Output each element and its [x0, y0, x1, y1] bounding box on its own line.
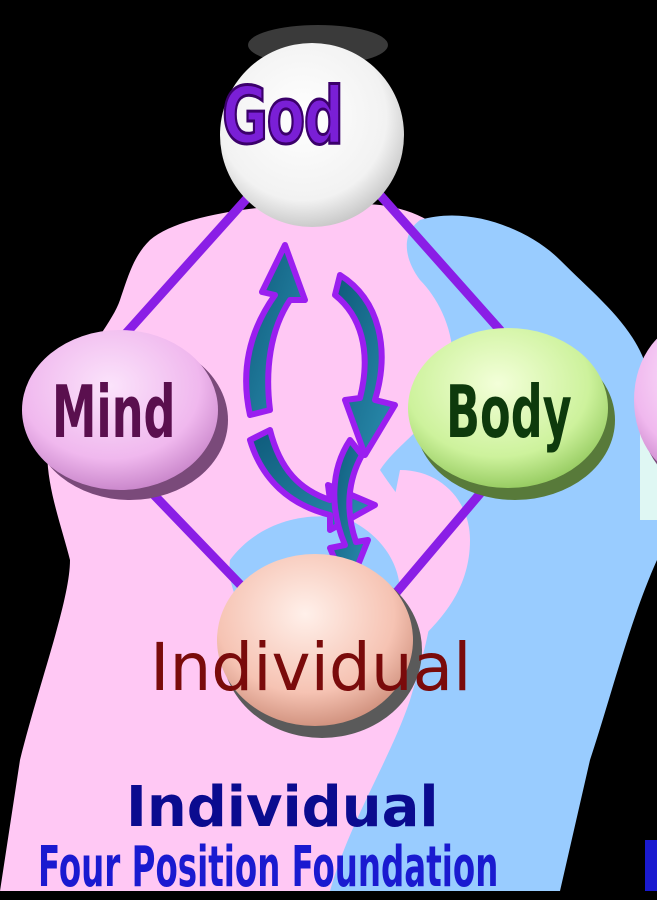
individual-node-label: Individual — [150, 635, 471, 701]
diagram-subtitle: Four Position Foundation — [38, 840, 498, 896]
mind-label: Mind — [52, 376, 175, 448]
diagram-title: Individual — [126, 780, 439, 836]
partial-right-text-fragment — [645, 840, 657, 891]
god-label: God — [222, 78, 343, 156]
body-label: Body — [446, 376, 572, 448]
